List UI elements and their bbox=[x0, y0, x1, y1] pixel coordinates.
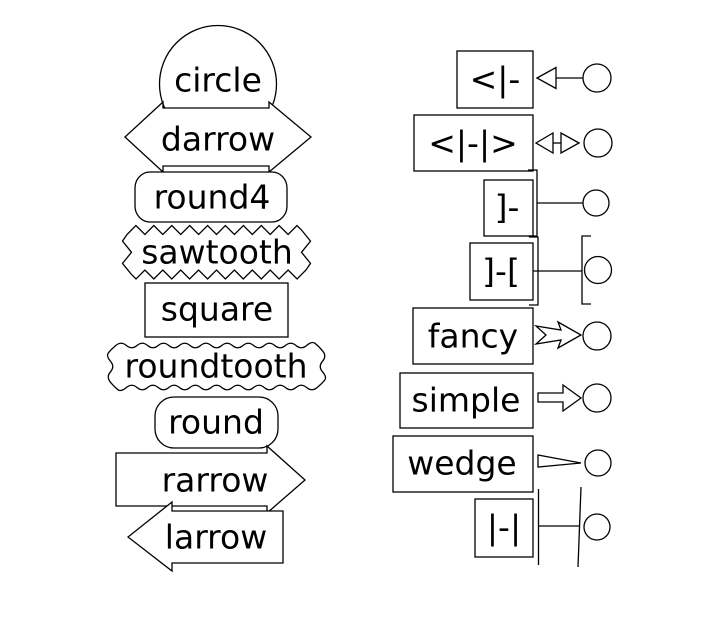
boxstyle-label-round4: round4 bbox=[153, 177, 271, 217]
boxstyle-label-square: square bbox=[160, 289, 274, 329]
target-circle-6 bbox=[582, 383, 612, 413]
boxstyle-darrow-shape bbox=[124, 100, 313, 174]
arrowstyle-label-arrow-both: <|-|> bbox=[428, 123, 518, 163]
arrowstyle-arrow-6-simple bbox=[537, 383, 583, 413]
arrowstyle-label-wedge: wedge bbox=[407, 443, 517, 483]
target-circle-2 bbox=[583, 128, 613, 158]
boxstyle-roundtooth-shape bbox=[106, 341, 327, 392]
arrowstyle-label-simple: simple bbox=[411, 380, 521, 420]
arrowstyle-box-4 bbox=[469, 242, 534, 301]
boxstyle-sawtooth-shape bbox=[121, 224, 312, 280]
arrowstyle-label-bracket-both: ]-[ bbox=[482, 251, 520, 291]
arrowstyle-box-7 bbox=[392, 435, 534, 493]
arrowstyle-box-8 bbox=[474, 498, 534, 558]
arrowstyle-label-arrow-left: <|- bbox=[469, 59, 521, 99]
target-circle-4 bbox=[583, 255, 613, 285]
arrowstyle-arrow-2-head-right bbox=[560, 131, 581, 155]
boxstyle-label-roundtooth: roundtooth bbox=[124, 346, 308, 386]
boxstyle-label-rarrow: rarrow bbox=[161, 460, 269, 500]
target-circle-8 bbox=[583, 513, 611, 541]
arrowstyle-box-6 bbox=[399, 372, 534, 429]
boxstyle-label-larrow: larrow bbox=[164, 517, 268, 557]
arrowstyle-box-3 bbox=[483, 179, 534, 237]
arrowstyle-arrow-5-fancy bbox=[533, 320, 583, 350]
boxstyle-rarrow-shape bbox=[115, 444, 306, 515]
arrowstyle-box-5 bbox=[412, 307, 534, 365]
target-circle-5 bbox=[582, 321, 612, 351]
arrowstyle-arrow-1-head bbox=[535, 66, 557, 90]
arrowstyle-label-fancy: fancy bbox=[427, 316, 519, 356]
boxstyle-label-round: round bbox=[168, 402, 264, 442]
boxstyle-square-shape bbox=[144, 282, 289, 338]
arrowstyle-box-2 bbox=[413, 114, 534, 172]
arrowstyle-arrow-2-head-left bbox=[534, 131, 554, 155]
target-circle-1 bbox=[582, 63, 612, 93]
arrowstyle-arrow-8-bar-right bbox=[577, 486, 582, 568]
boxstyle-larrow-shape bbox=[126, 500, 284, 573]
arrowstyle-arrow-4-bracket-right bbox=[581, 235, 591, 305]
boxstyle-label-sawtooth: sawtooth bbox=[141, 232, 293, 272]
boxstyle-label-darrow: darrow bbox=[160, 119, 276, 159]
boxstyle-round-shape bbox=[154, 396, 279, 449]
arrowstyle-box-1 bbox=[456, 50, 534, 109]
boxstyle-round4-shape bbox=[134, 171, 288, 223]
arrowstyle-label-bracket-left: ]- bbox=[494, 187, 520, 227]
arrowstyle-arrow-7-wedge bbox=[537, 454, 582, 468]
target-circle-3 bbox=[582, 189, 610, 217]
arrowstyle-label-bar-both: |-| bbox=[486, 507, 522, 547]
target-circle-7 bbox=[584, 449, 612, 477]
boxstyle-label-circle: circle bbox=[174, 60, 262, 100]
